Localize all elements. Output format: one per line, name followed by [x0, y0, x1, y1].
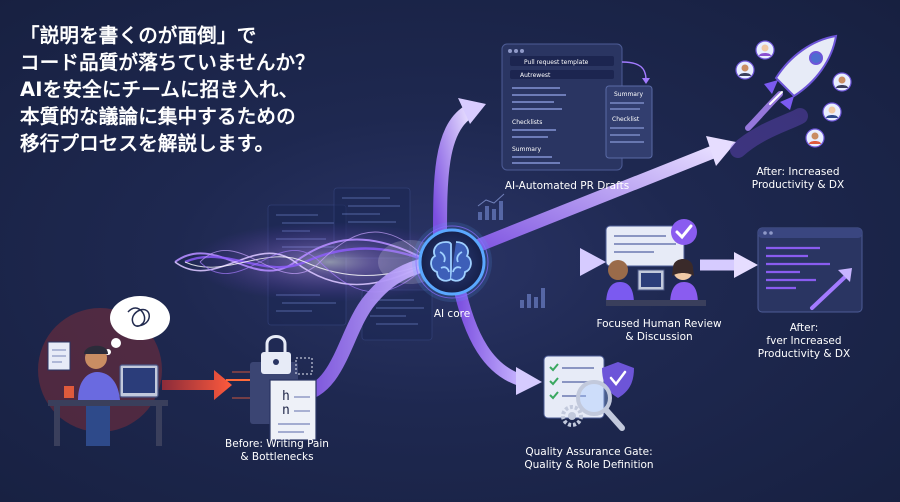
label-after-top-line1: After: Increased	[756, 166, 840, 178]
locked-document: h n	[250, 335, 317, 441]
headline-line-4: 本質的な議論に集中するための	[20, 105, 296, 128]
curve-arrow-lower	[293, 259, 427, 402]
headline-line-3: AIを安全にチームに招き入れ、	[20, 78, 299, 101]
pr-card-field: Autrewest	[520, 72, 551, 79]
label-review: Focused Human Review & Discussion	[584, 318, 734, 344]
label-ai-core: AI core	[433, 308, 471, 320]
label-after-bottom-line2: fver Increased	[766, 335, 842, 347]
arrow-to-qa	[452, 276, 542, 395]
rocket-icon	[730, 34, 838, 158]
label-qa-line2: Quality & Role Definition	[524, 459, 654, 471]
label-after-bottom-line1: After:	[789, 322, 819, 334]
document-icon	[47, 341, 71, 371]
headline-line-5: 移行プロセスを解説します。	[20, 132, 275, 155]
arrow-to-after	[700, 252, 758, 278]
thought-bubble-icon	[105, 296, 170, 355]
headline-line-2: コード品質が落ちていませんか？	[20, 51, 315, 74]
svg-text:h: h	[282, 389, 290, 404]
after-screen	[757, 227, 863, 313]
pr-card-section2: Summary	[512, 146, 541, 153]
pain-arrow	[162, 370, 258, 400]
pr-panel-section: Checklist	[612, 116, 640, 123]
label-after-bottom-line3: Productivity & DX	[757, 348, 851, 360]
headline: 「説明を書くのが面倒」で コード品質が落ちていませんか？ AIを安全にチームに招…	[20, 22, 380, 157]
label-after-bottom: After: fver Increased Productivity & DX	[744, 322, 864, 361]
svg-text:n: n	[282, 403, 290, 418]
avatar-icon	[755, 40, 775, 60]
label-after-top: After: Increased Productivity & DX	[738, 166, 858, 192]
bar-chart-icon	[520, 288, 545, 308]
avatar-icon	[822, 102, 842, 122]
shield-icon	[602, 362, 634, 398]
ai-core	[412, 222, 492, 302]
qa-gate	[543, 355, 634, 431]
label-qa-line1: Quality Assurance Gate:	[525, 446, 653, 458]
label-review-line2: & Discussion	[625, 331, 693, 343]
lock-icon	[261, 335, 291, 374]
headline-line-1: 「説明を書くのが面倒」で	[20, 24, 257, 47]
pr-card-title: Pull request template	[524, 59, 589, 66]
developer-at-desk	[38, 296, 170, 446]
brain-icon	[430, 241, 472, 282]
review-team	[605, 219, 706, 306]
avatar-icon	[832, 72, 852, 92]
label-before: Before: Writing Pain & Bottlenecks	[222, 438, 332, 464]
pr-template-card: Pull request template Autrewest Checklis…	[501, 43, 653, 171]
label-pr-drafts: AI-Automated PR Drafts	[504, 180, 630, 192]
arrow-to-review	[470, 248, 606, 276]
avatar-icon	[805, 128, 825, 148]
label-review-line1: Focused Human Review	[596, 318, 722, 330]
checkmark-icon	[671, 219, 697, 245]
pr-card-section1: Checklists	[512, 119, 542, 126]
document-icon: h n	[269, 379, 317, 441]
label-before-line1: Before: Writing Pain	[225, 438, 329, 450]
label-qa: Quality Assurance Gate: Quality & Role D…	[514, 446, 664, 472]
arrow-to-rocket	[455, 136, 736, 259]
magnifier-icon	[576, 380, 625, 431]
gear-icon	[561, 405, 583, 427]
label-after-top-line2: Productivity & DX	[751, 179, 845, 191]
bar-chart-icon	[477, 193, 505, 220]
avatar-icon	[735, 60, 755, 80]
label-before-line2: & Bottlenecks	[240, 451, 314, 463]
pr-panel-title: Summary	[614, 91, 643, 98]
arrow-to-pr	[433, 98, 486, 245]
